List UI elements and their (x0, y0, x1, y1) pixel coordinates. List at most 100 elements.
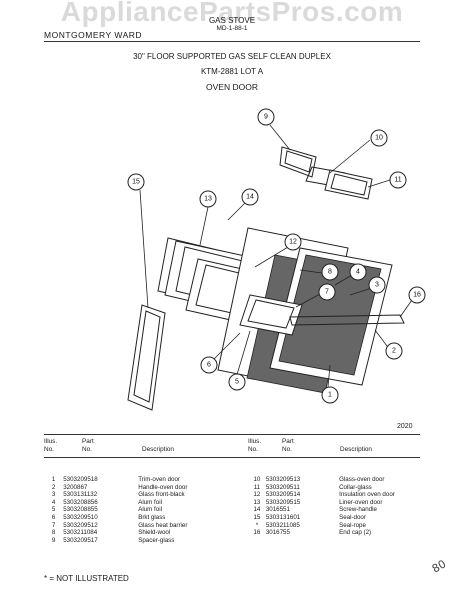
illus-cell: 3 (51, 491, 56, 499)
part-number-cell: 3200867 (63, 483, 88, 491)
description-cell: Seal-door (339, 513, 366, 521)
leader-4 (334, 274, 353, 286)
svg-text:14: 14 (246, 194, 254, 201)
door-seal-inner-shape (133, 310, 161, 403)
svg-text:10: 10 (375, 135, 383, 142)
callout-3: 3 (368, 276, 386, 294)
illus-cell: 2 (51, 483, 56, 491)
col-head-desc-left: Description (142, 446, 174, 453)
leader-12 (254, 246, 289, 268)
svg-text:4: 4 (356, 269, 360, 276)
part-label: Part (282, 438, 294, 445)
description-cell: Glass-oven door (339, 476, 385, 483)
callout-1: 1 (321, 386, 339, 404)
description-cell: Alum foil (138, 506, 162, 514)
collar-glass-shape (324, 169, 373, 200)
heat-barrier-shape (239, 294, 303, 336)
description-cell: Spacer-glass (138, 536, 175, 544)
leader-6 (212, 332, 241, 361)
illus-cell: * (255, 521, 259, 529)
description-cell: Seal-rope (339, 521, 366, 529)
model-code: MD-1-88-1 (216, 25, 248, 32)
table-row: 13 5303209515 Liner-oven door (248, 499, 448, 507)
section-title: OVEN DOOR (206, 82, 258, 92)
callout-6: 6 (200, 356, 218, 374)
illus-cell: 9 (51, 536, 56, 544)
svg-text:11: 11 (394, 177, 401, 184)
heat-barrier-inner-shape (247, 299, 295, 329)
description-cell: Handle-oven door (138, 483, 188, 491)
leader-10 (329, 139, 371, 174)
illus-cell: 12 (253, 491, 261, 499)
leader-14 (227, 202, 246, 221)
part-number-cell: 5303209517 (63, 536, 98, 544)
part-no-label: No. (82, 446, 92, 453)
part-number-cell: 5303211084 (63, 529, 98, 537)
col-head-illus-right: Illus. No. (248, 438, 261, 454)
leader-3 (349, 287, 373, 296)
part-number-cell: 5303209513 (265, 476, 301, 483)
part-number-cell: 5303209512 (63, 521, 98, 529)
handwritten-mark: 80 (429, 557, 449, 576)
part-number-cell: 5303209515 (265, 498, 301, 506)
callout-14: 14 (241, 188, 259, 206)
model-number: KTM-2881 LOT A (200, 67, 264, 76)
col-head-part-left: Part No. (82, 438, 94, 454)
svg-text:1: 1 (328, 392, 332, 399)
callout-16: 16 (408, 286, 426, 304)
svg-text:16: 16 (413, 292, 421, 299)
part-number-cell: 3016755 (265, 529, 290, 537)
illus-cell: 16 (253, 529, 261, 537)
callout-13: 13 (199, 190, 217, 208)
svg-text:12: 12 (289, 239, 297, 246)
leader-1 (327, 364, 331, 388)
illus-label: Illus. (44, 438, 58, 445)
watermark: AppliancePartsPros.com (60, 0, 404, 27)
description-cell: Liner-oven door (339, 498, 383, 506)
category-label: GAS STOVE (208, 16, 256, 25)
svg-text:3: 3 (375, 282, 379, 289)
door-seal-shape (127, 304, 166, 411)
table-row: 9 5303209517 Spacer-glass (44, 537, 244, 545)
part-number-cell: 3016551 (265, 506, 290, 514)
handle-shape (289, 314, 405, 326)
svg-text:2: 2 (392, 348, 396, 355)
callout-8: 8 (321, 263, 339, 281)
table-top-rule (44, 434, 420, 435)
collar-glass-inner-shape (330, 173, 368, 196)
spacer-glass-inner-shape (284, 150, 313, 173)
svg-text:6: 6 (207, 362, 211, 369)
callout-12: 12 (284, 233, 302, 251)
leader-7 (295, 292, 323, 308)
illus-cell: 10 (253, 476, 261, 483)
table-row: 15 5303131601 Seal-door (248, 514, 448, 522)
svg-text:8: 8 (328, 269, 332, 276)
illus-cell: 8 (51, 529, 56, 537)
svg-text:9: 9 (264, 114, 268, 121)
part-number-cell: 5303209514 (265, 491, 301, 499)
part-number-cell: 5303131601 (265, 513, 301, 521)
part-number-cell: 5303208856 (63, 498, 98, 506)
leader-9 (269, 124, 291, 151)
illus-label: Illus. (248, 438, 262, 445)
illus-cell: 13 (253, 498, 261, 506)
description-cell: Trim-oven door (138, 476, 180, 483)
callout-2: 2 (385, 342, 403, 360)
illus-cell: 1 (51, 476, 56, 483)
svg-text:7: 7 (325, 289, 329, 296)
callout-10: 10 (370, 129, 388, 147)
table-row: 10 5303209513 Glass-oven door (248, 476, 448, 484)
leader-13 (199, 206, 209, 246)
col-head-desc-right: Description (340, 446, 372, 453)
part-label: Part (82, 438, 94, 445)
illus-cell: 15 (253, 513, 261, 521)
